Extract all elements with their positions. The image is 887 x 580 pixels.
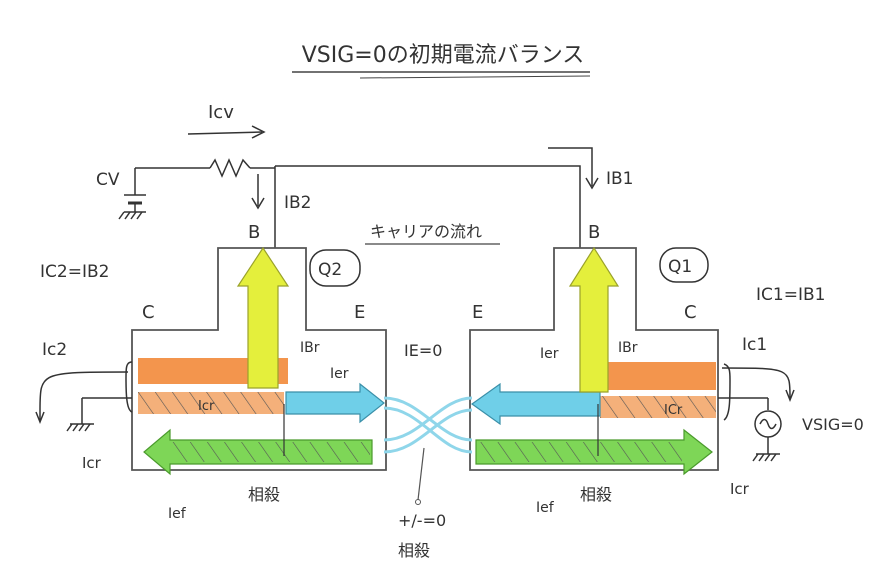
q1-name: Q1 [668,257,692,277]
diagram-title: VSIG=0の初期電流バランス [302,43,585,68]
q2-ier-arrow-icon [285,382,385,424]
q2-name: Q2 [318,260,342,280]
q1-collector-label: C [684,302,697,323]
q1-ibr-label: IBr [618,340,638,356]
top-wire [135,158,581,248]
ib1-arrow-icon [548,147,599,190]
q1-name-badge: Q1 [659,247,709,283]
ib2-arrow-icon [251,174,265,210]
q2-icr-left-label: Icr [82,454,102,472]
q1-collector-region [600,362,716,390]
ib1-label: IB1 [606,169,634,189]
q2-collector-hatch [138,392,284,414]
q1-collector-hatch [600,396,716,418]
ic2-ib2-equation: IC2=IB2 [40,262,109,282]
q1-cancel-label: 相殺 [580,485,612,504]
q1-ier-arrow-icon [470,382,601,426]
center-plus-minus-zero: +/-=0 [398,511,446,530]
icv-label: Icv [208,102,234,123]
resistor-icon [209,158,251,178]
q2-ibr-label: IBr [300,340,320,356]
q1-body-outline [469,247,719,471]
q2-collector-label: C [142,302,155,323]
q1-ief-hatch [478,442,682,462]
q1-base-label: B [588,222,600,243]
ic1-ib1-equation: IC1=IB1 [756,285,825,305]
q1-icr-right-label: Icr [730,480,750,498]
q2-ief-label: Ief [168,506,187,522]
q2-ic2-label: Ic2 [42,340,67,360]
q2-emitter-label: E [354,302,365,323]
cv-label: CV [96,170,120,190]
icv-arrow-icon [187,125,266,139]
center-tail-dot [415,499,421,505]
q2-left-wire [35,361,133,432]
q2-icr-inner-label: Icr [198,399,215,414]
q2-base-arrow-icon [236,246,290,389]
vsig-source-icon [752,410,782,462]
ib2-label: IB2 [284,193,312,213]
q1-transistor [469,246,719,476]
center-tail-line [417,447,425,501]
q1-ief-label: Ief [536,500,555,516]
q1-base-arrow-icon [568,246,620,393]
q2-cancel-label: 相殺 [248,485,280,504]
q2-ier-label: Ier [330,366,349,382]
center-cancel-label: 相殺 [398,541,430,560]
q2-base-label: B [248,222,260,243]
q1-emitter-label: E [472,302,483,323]
cv-supply-symbol [118,168,146,220]
q1-icr-inner-label: ICr [664,403,683,418]
center-crossing-flows [383,396,473,454]
title-underline-2 [359,75,591,79]
vsig-label: VSIG=0 [802,415,864,434]
q1-ier-label: Ier [540,346,559,362]
q1-right-wire [718,363,795,421]
carrier-flow-label: キャリアの流れ [370,222,482,241]
q2-ief-hatch [172,442,370,462]
q2-name-badge: Q2 [309,249,361,287]
q2-transistor [131,246,387,476]
q2-body-outline [131,247,387,471]
q1-ic1-label: Ic1 [742,335,767,355]
center-ie-zero-label: IE=0 [404,341,442,360]
